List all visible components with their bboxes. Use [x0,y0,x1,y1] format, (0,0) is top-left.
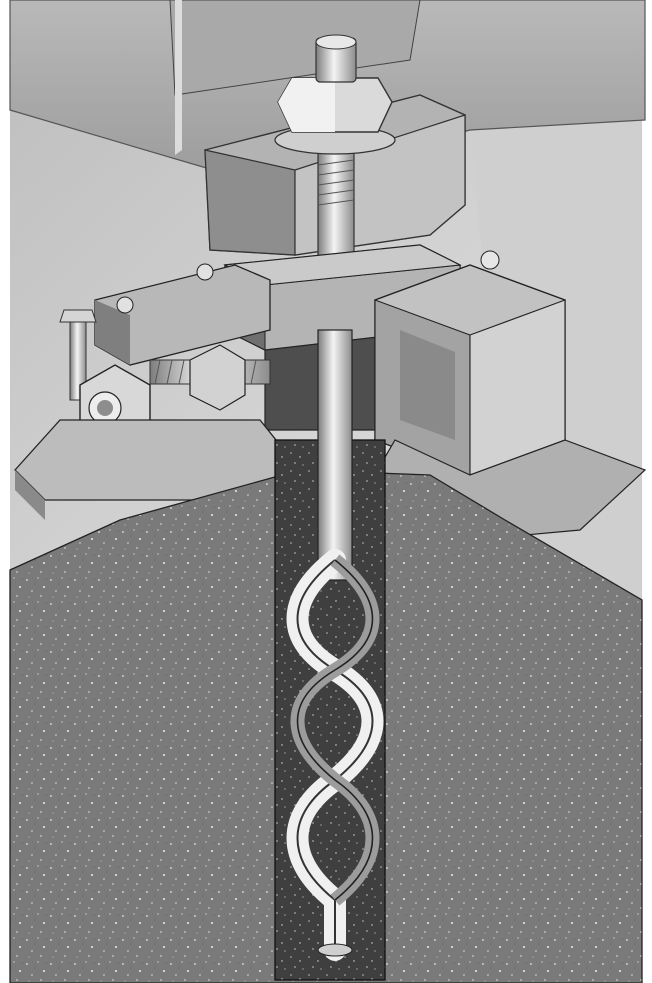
top-hex-nut [274,34,396,155]
spiral-anchor-bolt [286,329,384,961]
clamp-plate [94,263,271,366]
